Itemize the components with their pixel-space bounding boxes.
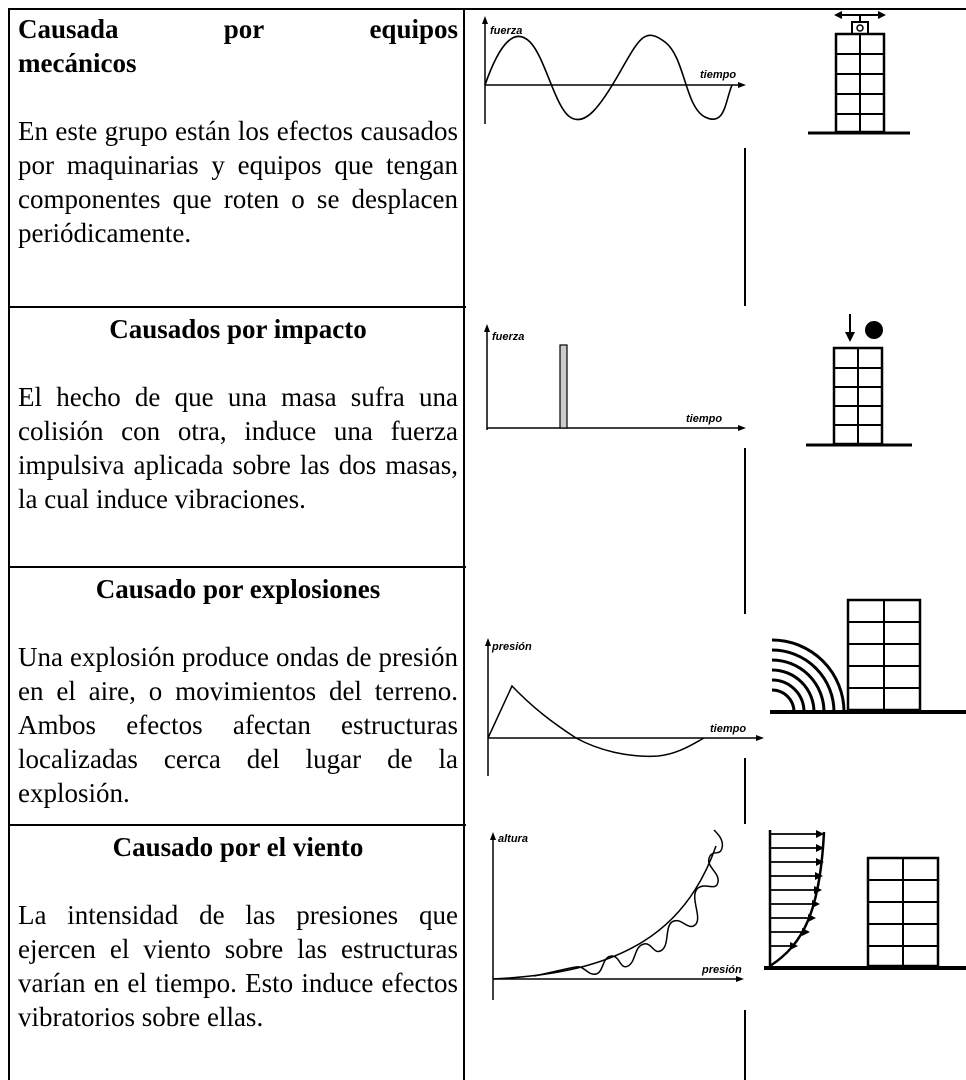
x-axis-label: tiempo [700,69,736,81]
table-column-divider [463,8,465,1080]
force-sine-graph: fuerza tiempo [482,16,746,124]
x-axis-label: presión [701,964,742,976]
building-with-machine-icon [808,11,910,135]
title-word: Causada [18,14,119,44]
row-divider-2 [8,566,466,568]
row-title-line2: mecánicos [18,48,137,78]
row-mecanicos: Causada por equipos mecánicos En este gr… [18,12,458,250]
graph-divider-4 [744,758,746,824]
x-axis-label: tiempo [686,413,722,425]
row-body: La intensidad de las presiones que ejerc… [18,900,458,1032]
building-with-blast-waves-icon [770,598,966,714]
row-title: Causado por el viento [112,832,364,862]
y-axis-label: fuerza [492,331,524,343]
row-explosiones: Causado por explosiones Una explosión pr… [18,572,458,810]
row-title: Causados por impacto [109,314,367,344]
graph-divider-3 [744,566,746,614]
building-with-wind-profile-icon [764,830,966,970]
building-with-falling-ball-icon [806,314,912,447]
force-impulse-graph: fuerza tiempo [484,324,746,431]
y-axis-label: presión [491,641,532,653]
altitude-pressure-graph: altura presión [490,829,744,1000]
graph-divider-5 [744,1010,746,1080]
row-divider-1 [8,306,466,308]
pressure-blast-graph: presión tiempo [485,638,764,776]
row-body: En este grupo están los efectos causados… [18,116,458,248]
row-impacto: Causados por impacto El hecho de que una… [18,312,458,516]
table-left-border [8,8,10,1080]
table-top-border [8,8,966,10]
title-word: por [223,14,265,44]
title-word: equipos [369,14,458,44]
graph-divider-1 [744,148,746,306]
y-axis-label: fuerza [490,25,522,37]
row-viento: Causado por el viento La intensidad de l… [18,830,458,1034]
row-body: Una explosión produce ondas de presión e… [18,642,458,808]
row-title: Causada por equipos [18,12,458,46]
graph-divider-2 [744,448,746,566]
row-body: El hecho de que una masa sufra una colis… [18,382,458,514]
row-divider-3 [8,824,466,826]
row-title: Causado por explosiones [95,574,381,604]
x-axis-label: tiempo [710,723,746,735]
y-axis-label: altura [498,833,528,845]
